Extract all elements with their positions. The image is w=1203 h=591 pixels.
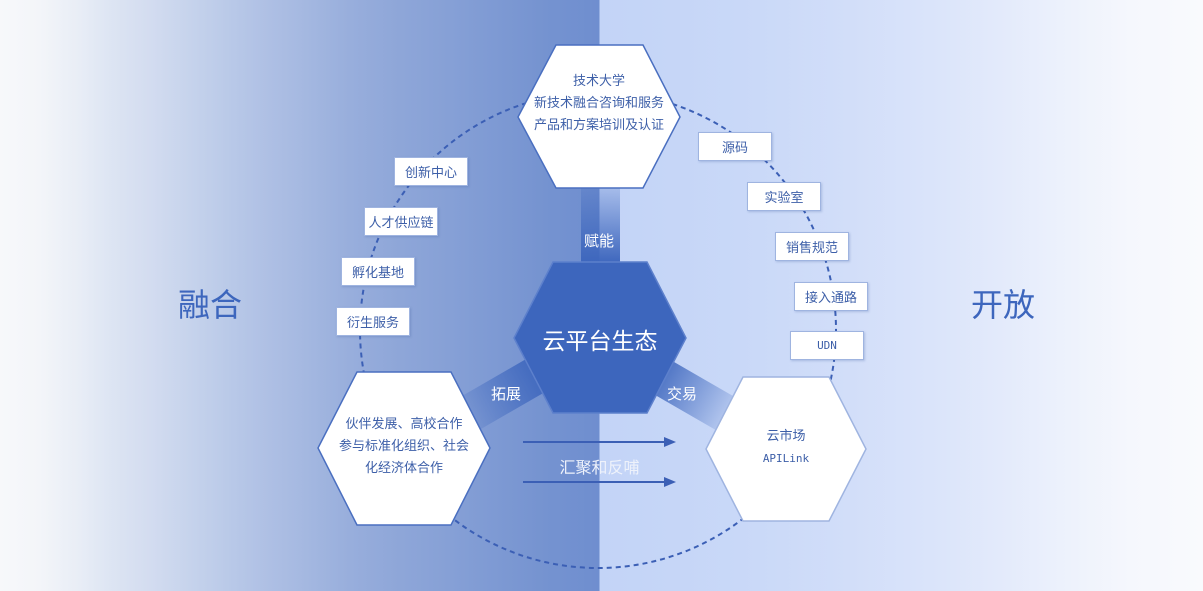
center-title: 云平台生态 — [542, 329, 658, 355]
right-hexagon — [705, 376, 867, 522]
connector-top — [581, 186, 620, 264]
right-box: 销售规范 — [775, 232, 849, 261]
flow-arrow-top — [523, 437, 676, 447]
flow-arrow-bottom — [523, 477, 676, 487]
top-hexagon — [517, 44, 681, 189]
right-box: 源码 — [698, 132, 772, 161]
right-hex-subtitle: APILink — [762, 452, 810, 465]
top-hex-line: 产品和方案培训及认证 — [533, 118, 664, 133]
right-hex-title: 云市场 — [766, 429, 806, 444]
left-hex-line: 化经济体合作 — [364, 461, 443, 476]
top-hex-line: 技术大学 — [572, 74, 625, 89]
left-hex-line: 参与标准化组织、社会 — [338, 439, 469, 454]
left-hexagon — [317, 371, 491, 526]
right-box: 接入通路 — [794, 282, 868, 311]
left-box: 衍生服务 — [336, 307, 410, 336]
left-hex-line: 伙伴发展、高校合作 — [345, 417, 463, 432]
connector-label-right: 交易 — [667, 385, 698, 403]
right-hex-text: 云市场 APILink — [706, 426, 866, 470]
center-hexagon — [513, 261, 687, 414]
left-box: 孵化基地 — [341, 257, 415, 286]
left-hex-text: 伙伴发展、高校合作 参与标准化组织、社会 化经济体合作 — [318, 414, 490, 480]
right-box: 实验室 — [747, 182, 821, 211]
left-box: 创新中心 — [394, 157, 468, 186]
right-heading: 开放 — [971, 286, 1036, 324]
top-hex-text: 技术大学 新技术融合咨询和服务 产品和方案培训及认证 — [518, 71, 680, 137]
left-box: 人才供应链 — [364, 207, 438, 236]
left-heading: 融合 — [178, 286, 243, 324]
connector-label-top: 赋能 — [584, 232, 615, 250]
right-box: UDN — [790, 331, 864, 360]
connector-label-left: 拓展 — [491, 385, 522, 403]
top-hex-line: 新技术融合咨询和服务 — [533, 96, 664, 111]
flow-label: 汇聚和反哺 — [559, 458, 640, 477]
